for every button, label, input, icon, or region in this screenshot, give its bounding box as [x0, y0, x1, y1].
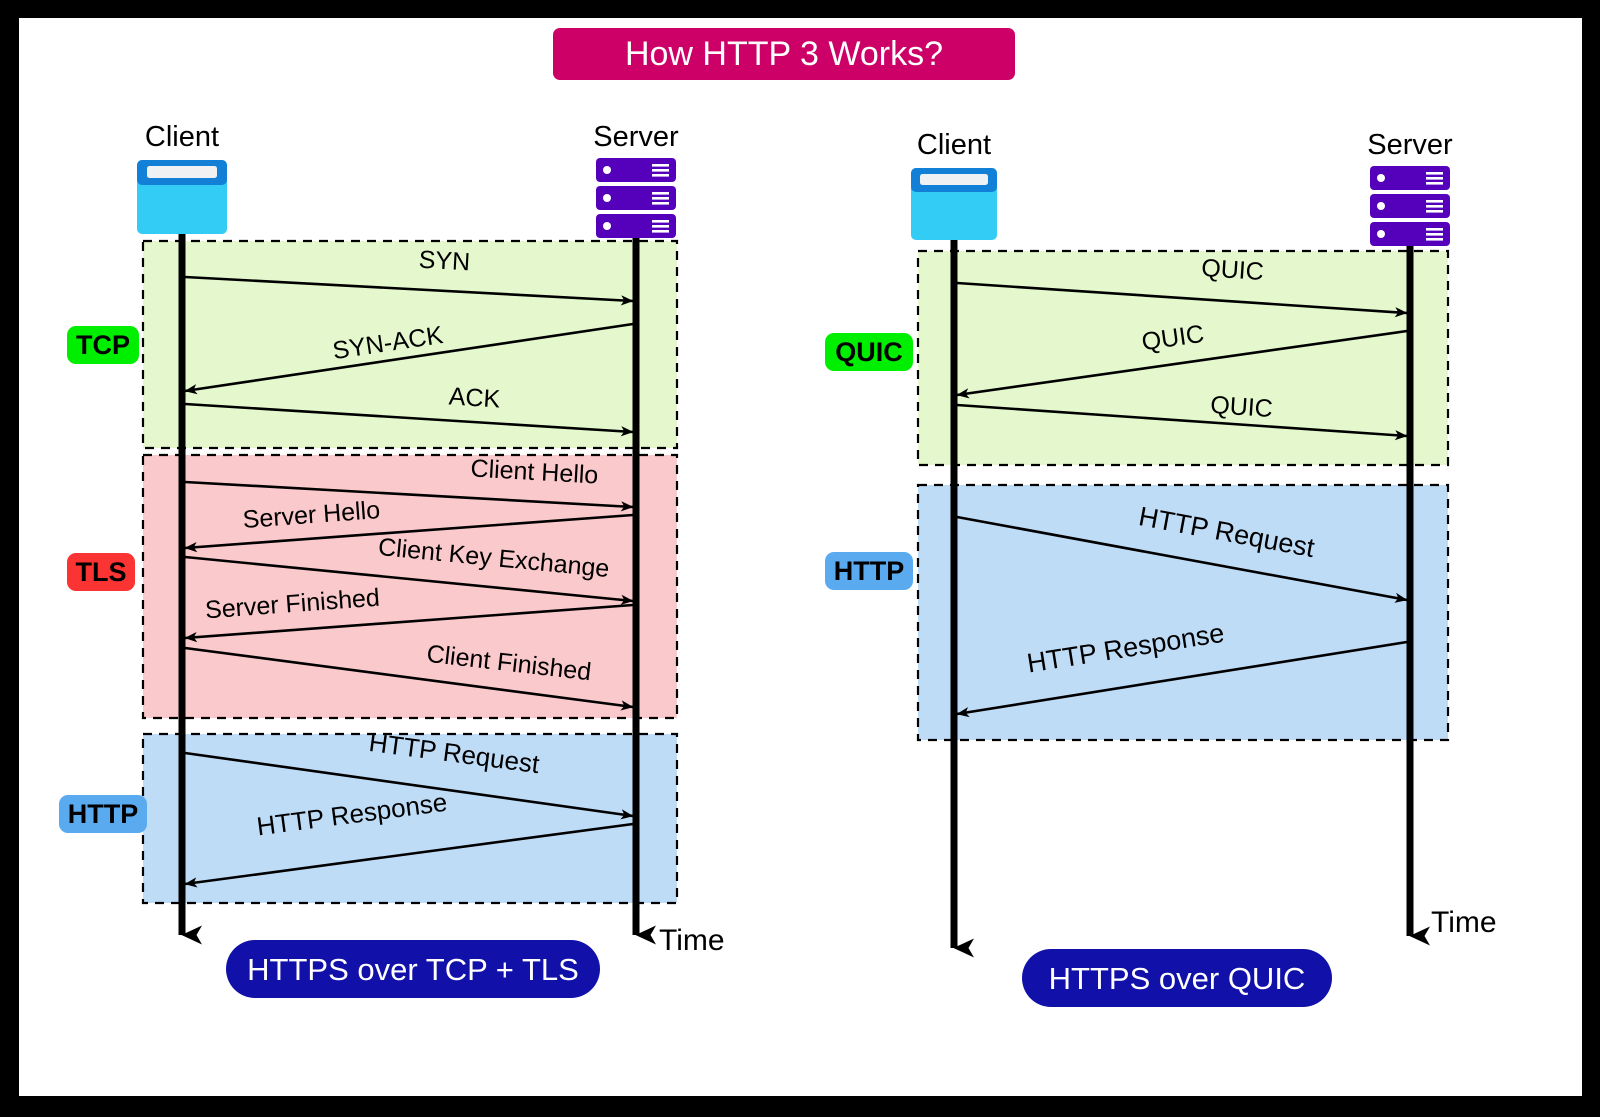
message-arrow — [184, 322, 634, 395]
badge-http: HTTP — [825, 552, 913, 590]
badge-label: HTTP — [834, 556, 905, 586]
message-label: QUIC — [1200, 254, 1264, 286]
client-label: Client — [145, 121, 219, 153]
badge-http: HTTP — [59, 795, 147, 833]
zone-tls — [141, 453, 679, 720]
badge-label: TCP — [76, 330, 130, 360]
time-axis-label: Time — [659, 924, 725, 957]
message-arrow — [184, 822, 634, 888]
message-arrow — [956, 640, 1408, 718]
footer-label: HTTPS over QUIC — [1049, 961, 1306, 996]
message-arrow — [184, 555, 634, 605]
diagram-https-over-tcp-tls: Client — [59, 121, 725, 998]
client-label: Client — [917, 129, 991, 161]
client-browser-icon — [137, 160, 227, 234]
footer-pill-quic: HTTPS over QUIC — [1022, 949, 1332, 1007]
badge-label: QUIC — [835, 337, 903, 367]
message-arrow — [184, 513, 634, 553]
server-label: Server — [593, 121, 679, 153]
badge-label: TLS — [76, 557, 127, 587]
message-arrow — [184, 603, 634, 643]
title-banner: How HTTP 3 Works? — [553, 28, 1015, 80]
time-axis-label: Time — [1431, 906, 1497, 939]
badge-tls: TLS — [67, 553, 135, 591]
message-arrow — [956, 329, 1408, 399]
zone-tcp — [141, 239, 679, 450]
message-arrow — [956, 515, 1408, 603]
zone-http — [916, 483, 1450, 742]
message-arrow — [956, 281, 1408, 318]
client-browser-icon — [911, 168, 997, 240]
diagram-https-over-quic: Client — [825, 129, 1497, 1007]
message-arrow — [956, 403, 1408, 441]
server-icon — [596, 158, 676, 238]
message-arrow — [184, 402, 634, 437]
http3-sequence-diagram: How HTTP 3 Works? — [59, 28, 1497, 1007]
server-icon — [1370, 166, 1450, 246]
message-label: ACK — [448, 382, 501, 413]
server-label: Server — [1367, 129, 1453, 161]
message-arrow — [184, 480, 634, 512]
page-title: How HTTP 3 Works? — [625, 35, 943, 73]
message-label: SYN — [418, 246, 471, 277]
message-label: QUIC — [1209, 391, 1273, 423]
message-arrow — [184, 646, 634, 711]
message-arrow — [184, 275, 634, 306]
badge-quic: QUIC — [825, 333, 913, 371]
footer-pill-tcp-tls: HTTPS over TCP + TLS — [226, 940, 600, 998]
footer-label: HTTPS over TCP + TLS — [247, 952, 579, 987]
badge-label: HTTP — [68, 799, 139, 829]
diagram-canvas: How HTTP 3 Works? — [19, 18, 1582, 1096]
message-arrow — [184, 751, 634, 820]
zone-http — [141, 732, 679, 905]
badge-tcp: TCP — [67, 326, 139, 364]
